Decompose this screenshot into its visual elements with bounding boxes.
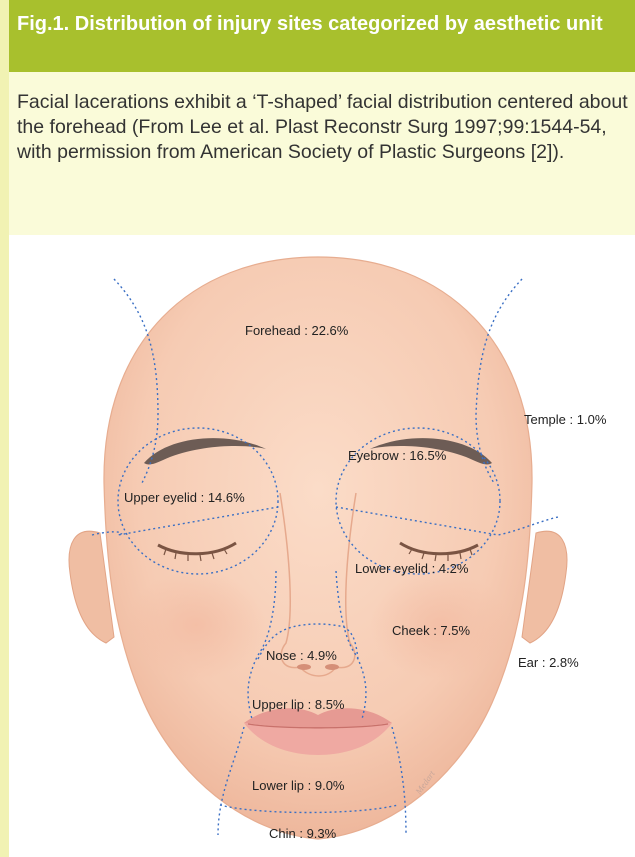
label-lower-eyelid: Lower eyelid : 4.2% — [355, 561, 469, 576]
label-upper-eyelid: Upper eyelid : 14.6% — [124, 490, 245, 505]
left-nostril — [297, 664, 311, 670]
label-forehead: Forehead : 22.6% — [245, 323, 349, 338]
face-diagram: Forehead : 22.6% Temple : 1.0% Eyebrow :… — [18, 235, 635, 857]
label-upper-lip: Upper lip : 8.5% — [252, 697, 345, 712]
figure-caption: Facial lacerations exhibit a ‘T-shaped’ … — [9, 72, 635, 235]
label-lower-lip: Lower lip : 9.0% — [252, 778, 345, 793]
label-nose: Nose : 4.9% — [266, 648, 337, 663]
label-temple: Temple : 1.0% — [524, 412, 607, 427]
label-cheek: Cheek : 7.5% — [392, 623, 470, 638]
label-eyebrow: Eyebrow : 16.5% — [348, 448, 447, 463]
label-chin: Chin : 9.3% — [269, 826, 337, 841]
figure-title: Fig.1. Distribution of injury sites cate… — [9, 0, 635, 72]
right-nostril — [325, 664, 339, 670]
left-cheek-blush — [126, 570, 266, 680]
label-ear: Ear : 2.8% — [518, 655, 579, 670]
